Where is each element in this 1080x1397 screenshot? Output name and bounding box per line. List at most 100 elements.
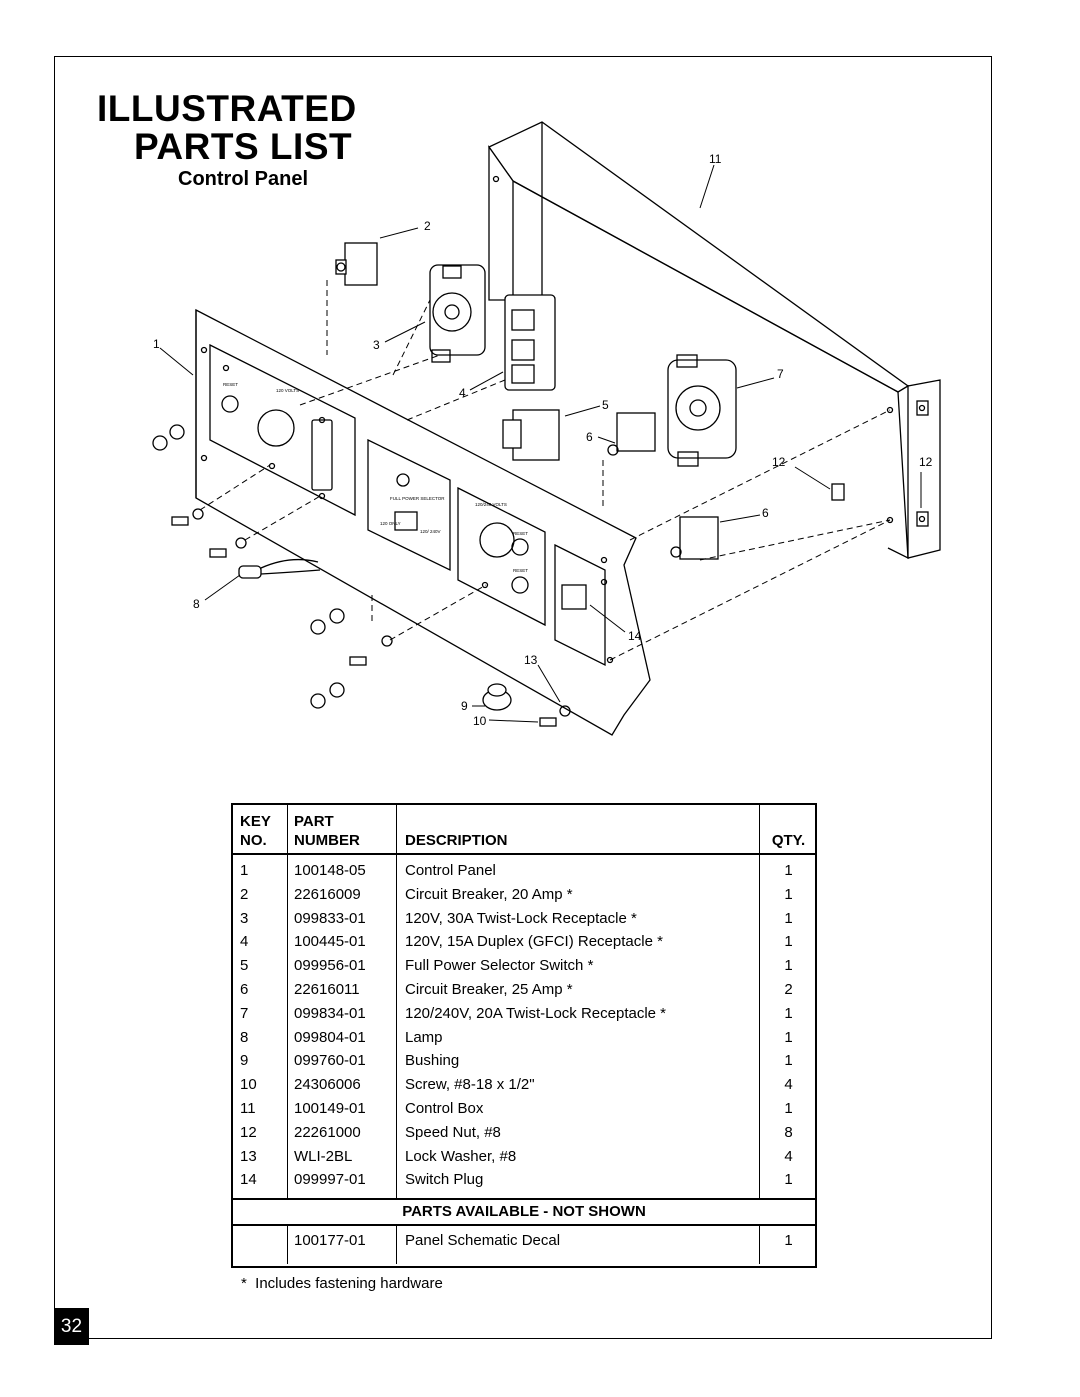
assembly-lines bbox=[199, 280, 891, 661]
callout-4: 4 bbox=[459, 386, 466, 400]
description-cell: Control Box bbox=[396, 1096, 760, 1121]
callout-13: 13 bbox=[524, 653, 538, 667]
qty-cell: 1 bbox=[759, 854, 817, 883]
description-cell: Circuit Breaker, 20 Amp * bbox=[396, 882, 760, 907]
qty-cell: 1 bbox=[759, 1001, 817, 1026]
qty-cell: 4 bbox=[759, 1144, 817, 1169]
callout-11: 11 bbox=[709, 152, 722, 166]
qty-cell: 1 bbox=[759, 954, 817, 978]
callout-5: 5 bbox=[602, 398, 609, 412]
bushing bbox=[482, 683, 512, 711]
callout-7: 7 bbox=[777, 367, 784, 381]
callout-6b: 6 bbox=[762, 506, 769, 520]
part-number-cell: 22616011 bbox=[287, 977, 397, 1002]
qty-cell: 1 bbox=[759, 930, 817, 955]
description-cell: Lock Washer, #8 bbox=[396, 1144, 760, 1169]
twist-lock-receptacle-30a bbox=[429, 264, 486, 363]
page-title-line2: PARTS LIST bbox=[134, 126, 353, 167]
key-no-cell: 9 bbox=[240, 1052, 249, 1070]
part-number-cell: 24306006 bbox=[287, 1073, 397, 1097]
description-cell: Switch Plug bbox=[396, 1168, 760, 1200]
qty-cell: 2 bbox=[759, 977, 817, 1002]
header-description: DESCRIPTION bbox=[396, 831, 760, 855]
panel-label-120-only: 120 ONLY bbox=[380, 521, 401, 526]
part-number-cell: 100148-05 bbox=[287, 854, 397, 883]
header-part-line1: PART bbox=[287, 803, 397, 831]
circuit-breaker-25a-b bbox=[670, 516, 719, 560]
description-cell: 120V, 30A Twist-Lock Receptacle * bbox=[396, 906, 760, 931]
description-cell: 120/240V, 20A Twist-Lock Receptacle * bbox=[396, 1001, 760, 1026]
part-number-cell: 099997-01 bbox=[287, 1168, 397, 1200]
callout-12a: 12 bbox=[772, 455, 786, 469]
part-number-cell: 100445-01 bbox=[287, 930, 397, 955]
key-no-cell: 5 bbox=[240, 957, 249, 975]
header-qty: QTY. bbox=[759, 831, 817, 855]
key-no-cell: 1 bbox=[240, 862, 249, 879]
section-title-not-shown: PARTS AVAILABLE - NOT SHOWN bbox=[231, 1198, 817, 1227]
key-no-cell: 2 bbox=[240, 885, 249, 903]
part-number-cell: 099804-01 bbox=[287, 1025, 397, 1050]
description-cell: Speed Nut, #8 bbox=[396, 1120, 760, 1145]
callout-1: 1 bbox=[153, 337, 160, 351]
description-cell: Lamp bbox=[396, 1025, 760, 1050]
page-title-line1: ILLUSTRATED bbox=[97, 88, 357, 129]
qty-cell: 1 bbox=[759, 1025, 817, 1050]
key-no-cell: 8 bbox=[240, 1028, 249, 1046]
callout-14: 14 bbox=[628, 629, 642, 643]
callout-12b: 12 bbox=[919, 455, 933, 469]
page-number: 32 bbox=[54, 1308, 89, 1345]
header-key-line1: KEY bbox=[240, 813, 271, 830]
part-number-cell: 099760-01 bbox=[287, 1049, 397, 1074]
gfci-duplex-receptacle bbox=[504, 294, 556, 391]
qty-cell: 1 bbox=[759, 1225, 817, 1265]
panel-label-reset-2: RESET bbox=[513, 531, 528, 536]
description-cell: 120V, 15A Duplex (GFCI) Receptacle * bbox=[396, 930, 760, 955]
key-no-cell: 11 bbox=[240, 1099, 256, 1117]
qty-cell: 1 bbox=[759, 1096, 817, 1121]
panel-label-120-240v: 120/ 240V bbox=[420, 529, 441, 534]
control-panel: RESET 120 VOLTS FULL POWER SELECTOR 120 … bbox=[195, 308, 651, 736]
key-no-cell: 7 bbox=[240, 1004, 249, 1022]
hardware bbox=[152, 424, 845, 727]
exploded-parts-diagram: RESET 120 VOLTS FULL POWER SELECTOR 120 … bbox=[152, 121, 941, 736]
key-no-cell: 10 bbox=[240, 1076, 257, 1094]
part-number-cell: 099834-01 bbox=[287, 1001, 397, 1026]
description-cell: Full Power Selector Switch * bbox=[396, 954, 760, 978]
footnote: * Includes fastening hardware bbox=[241, 1275, 443, 1292]
header-key-line2: NO. bbox=[231, 831, 288, 855]
key-no-cell: 12 bbox=[240, 1123, 257, 1141]
key-no-cell bbox=[231, 1225, 288, 1264]
circuit-breaker-25a-a bbox=[607, 412, 656, 456]
callout-10: 10 bbox=[473, 714, 487, 728]
part-number-cell: 100149-01 bbox=[287, 1096, 397, 1121]
key-no-cell: 6 bbox=[240, 980, 249, 998]
part-number-cell: WLI-2BL bbox=[287, 1144, 397, 1169]
qty-cell: 1 bbox=[759, 906, 817, 931]
description-cell: Bushing bbox=[396, 1049, 760, 1074]
callout-leaders bbox=[159, 164, 922, 723]
part-number-cell: 099956-01 bbox=[287, 954, 397, 978]
qty-cell: 8 bbox=[759, 1120, 817, 1145]
description-cell: Circuit Breaker, 25 Amp * bbox=[396, 977, 760, 1002]
twist-lock-receptacle-20a bbox=[667, 354, 737, 467]
part-number-cell: 22616009 bbox=[287, 882, 397, 907]
circuit-breaker-20a bbox=[335, 242, 378, 286]
part-number-cell: 099833-01 bbox=[287, 906, 397, 931]
header-part-line2: NUMBER bbox=[287, 831, 397, 855]
